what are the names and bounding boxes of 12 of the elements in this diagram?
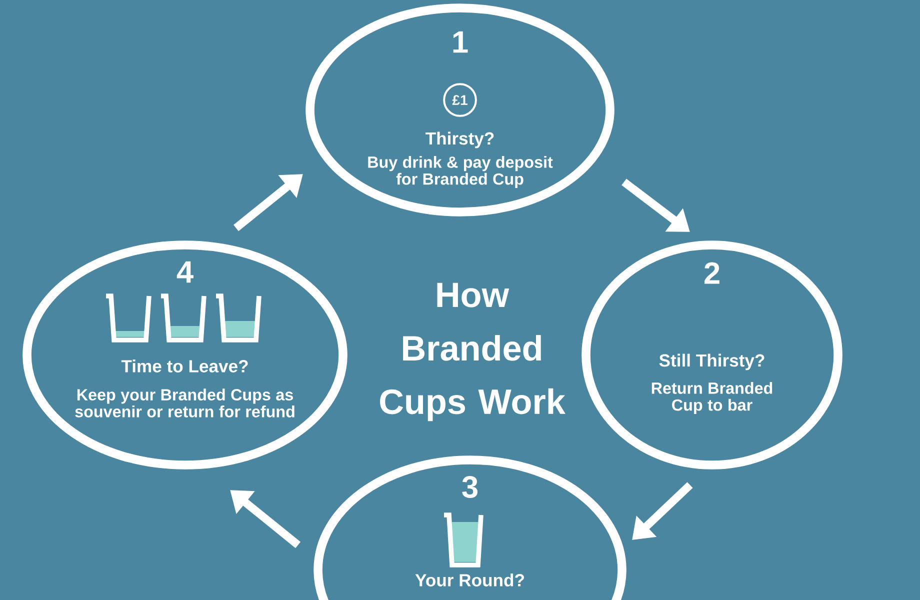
step-heading: Your Round? [415,574,524,586]
step-heading: Still Thirsty? [659,354,764,370]
step-heading: Thirsty? [426,132,494,148]
step-number: 2 [704,262,720,284]
step-text: Keep your Branded Cups as souvenir or return for refund [75,388,294,418]
title: How Branded Cups Work [380,282,566,422]
step-number: 4 [176,261,194,283]
step-text: Return Branded Cup to bar [652,382,772,414]
step-number: 1 [453,31,468,53]
step-number: 3 [462,476,478,498]
step-heading: Time to Leave? [121,360,248,372]
step-text: Buy drink & pay deposit for Branded Cup [368,156,553,188]
